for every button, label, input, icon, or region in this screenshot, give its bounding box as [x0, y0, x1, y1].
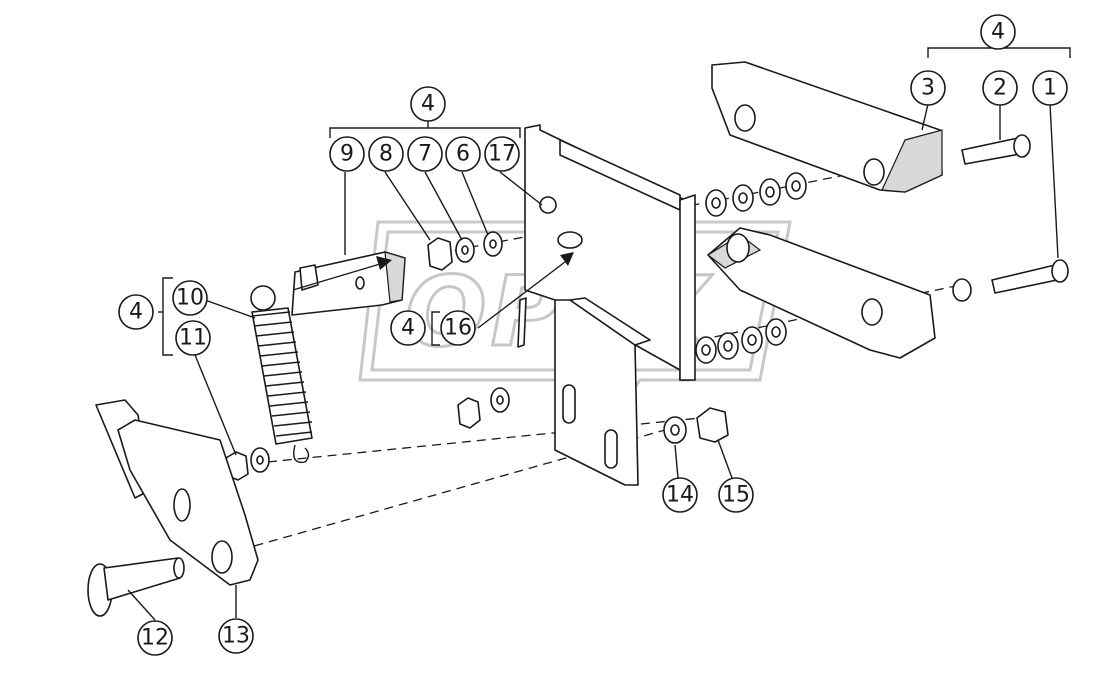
lower-link: [706, 227, 936, 359]
svg-text:12: 12: [141, 626, 169, 651]
callout-10: 10: [172, 280, 208, 316]
lower-front-plate: [554, 297, 651, 486]
svg-text:4: 4: [129, 300, 143, 325]
callout-13: 13: [218, 618, 254, 654]
svg-text:8: 8: [379, 142, 393, 167]
callout-9: 9: [329, 136, 365, 172]
spring-part-10: [250, 285, 313, 464]
svg-text:4: 4: [421, 92, 435, 117]
washers-upper: [705, 172, 807, 217]
callout-4-left: 4: [118, 294, 154, 330]
svg-text:4: 4: [991, 20, 1005, 45]
callout-15: 15: [718, 477, 754, 513]
svg-text:11: 11: [179, 326, 207, 351]
nut-washer-set-middle: [457, 387, 510, 429]
nut-washer-set-upper: [427, 231, 503, 271]
callout-7: 7: [407, 136, 443, 172]
svg-text:7: 7: [418, 142, 432, 167]
bolt-part-1: [952, 259, 1069, 302]
svg-text:14: 14: [666, 483, 694, 508]
svg-text:15: 15: [722, 483, 750, 508]
svg-text:3: 3: [921, 76, 935, 101]
svg-text:1: 1: [1043, 76, 1057, 101]
svg-text:6: 6: [456, 142, 470, 167]
upper-link-part-3: [711, 61, 943, 193]
callout-4-top-group: 4: [410, 86, 446, 122]
svg-text:17: 17: [488, 142, 516, 167]
svg-text:2: 2: [993, 76, 1007, 101]
callout-1: 1: [1032, 70, 1068, 106]
callout-11: 11: [175, 320, 211, 356]
svg-text:13: 13: [222, 624, 250, 649]
svg-text:9: 9: [340, 142, 354, 167]
washers-lower: [695, 318, 787, 364]
callout-8: 8: [368, 136, 404, 172]
callout-6: 6: [445, 136, 481, 172]
lever-part-13: [95, 399, 259, 586]
svg-text:4: 4: [401, 316, 415, 341]
callout-17: 17: [484, 136, 520, 172]
svg-text:10: 10: [176, 286, 204, 311]
nut-part-15: [696, 407, 729, 443]
callout-4-center: 4: [390, 310, 426, 346]
center-bracket-plate: [524, 124, 696, 381]
svg-text:16: 16: [444, 316, 472, 341]
bolt-part-2: [961, 134, 1031, 165]
spring-bracket-part-9: [291, 251, 406, 316]
washer-part-14: [663, 416, 687, 444]
cotter-pin-part-16: [517, 297, 527, 348]
callout-2: 2: [982, 70, 1018, 106]
leader-lines: [127, 44, 1071, 621]
assembly-arrows: [292, 252, 574, 291]
callout-4-upper-right: 4: [980, 14, 1016, 50]
callout-14: 14: [662, 477, 698, 513]
callout-12: 12: [137, 620, 173, 656]
callout-16: 16: [440, 310, 476, 346]
callout-3: 3: [910, 70, 946, 106]
pin-part-12: [87, 557, 185, 617]
